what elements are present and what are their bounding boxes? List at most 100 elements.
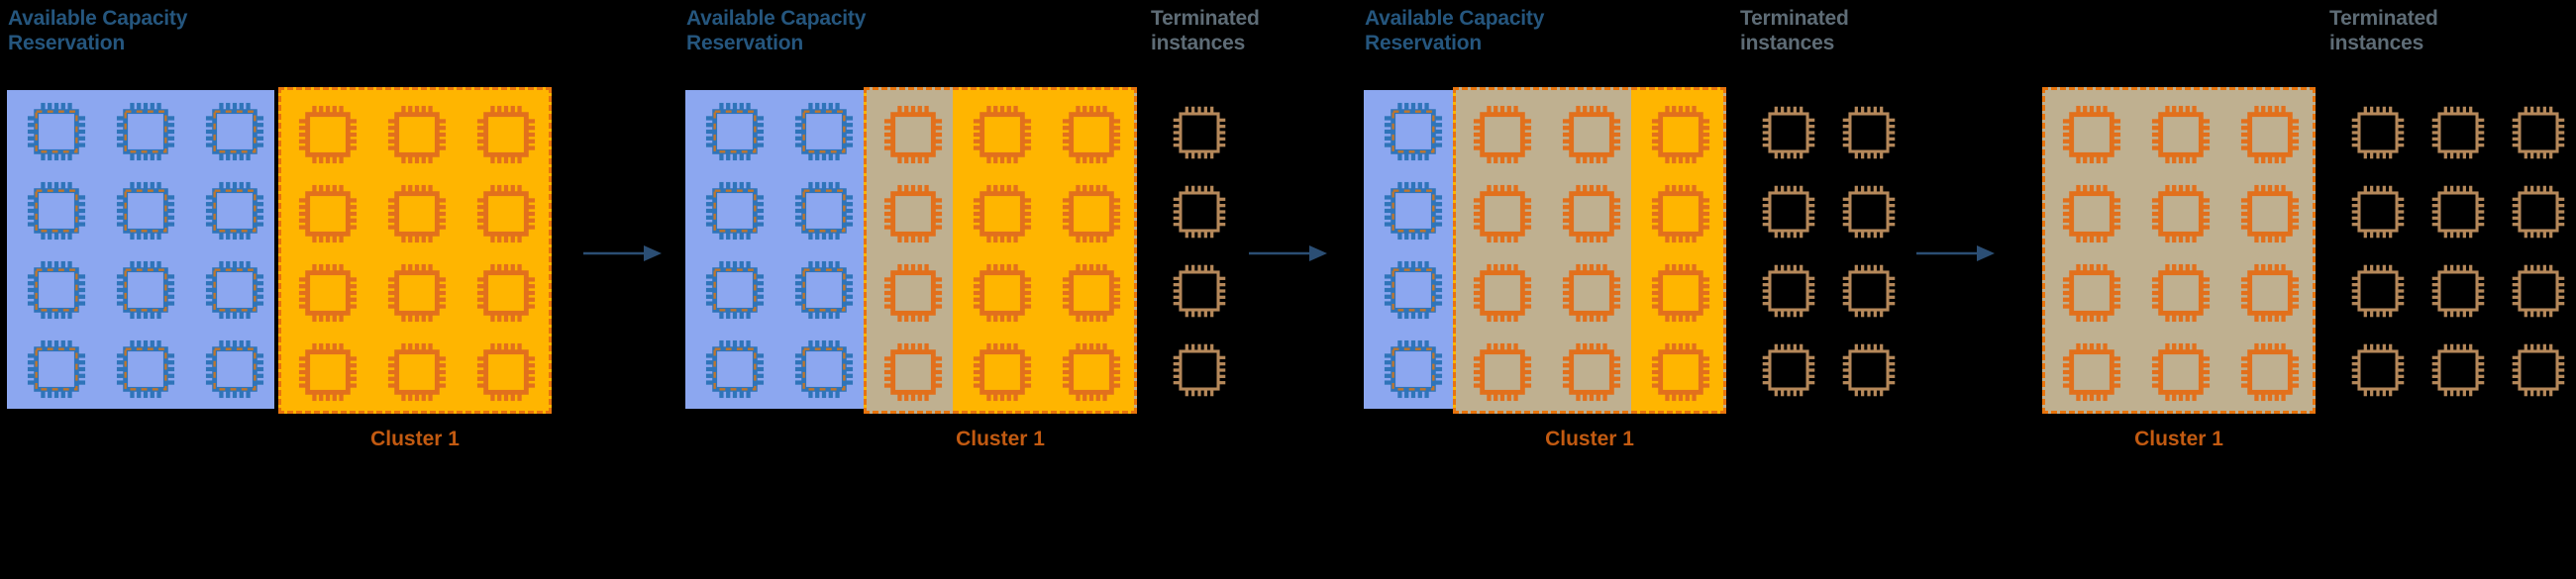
cluster-instance-chip-icon (2150, 183, 2212, 244)
cluster-instance-chip-icon (882, 104, 944, 165)
chip-cell (101, 92, 190, 171)
chip-cell (958, 95, 1047, 174)
cluster-instance-chip-icon (972, 183, 1033, 244)
cluster-instance-chip-icon (2061, 104, 2122, 165)
cluster-instance-chip-icon (475, 183, 537, 244)
terminated-instance-grid (1748, 91, 1908, 410)
chip-cell (12, 92, 101, 171)
chip-cell (1458, 95, 1547, 174)
chip-cell (1547, 95, 1636, 174)
cluster-box (278, 87, 552, 414)
chip-cell (283, 95, 372, 174)
chip-cell (1636, 95, 1725, 174)
chip-cell (2047, 174, 2136, 253)
terminated-instance-area (2337, 91, 2576, 410)
available-capacity-reservation-label: Available Capacity Reservation (1365, 7, 1545, 54)
cluster-box (864, 87, 1137, 414)
chip-cell (372, 174, 462, 253)
chip-cell (101, 330, 190, 409)
cluster-instance-chip-icon (2150, 104, 2212, 165)
chip-cell (1369, 171, 1458, 250)
chip-cell (2418, 251, 2498, 331)
cluster-instance-chip-icon (882, 183, 944, 244)
chip-cell (1159, 172, 1239, 251)
cluster-instance-chip-icon (972, 104, 1033, 165)
chip-cell (2418, 172, 2498, 251)
chip-cell (1458, 253, 1547, 333)
terminated-instance-grid (1159, 91, 1239, 410)
chip-cell (690, 171, 779, 250)
chip-cell (1547, 174, 1636, 253)
chip-cell (1636, 174, 1725, 253)
chip-cell (1369, 330, 1458, 409)
chip-cell (2337, 331, 2418, 410)
terminated-instance-chip-icon (1840, 262, 1898, 320)
reserved-instance-chip-icon (1383, 180, 1444, 241)
reserved-instance-chip-icon (1383, 338, 1444, 400)
cluster-instance-grid (867, 90, 1134, 412)
cluster-instance-chip-icon (386, 104, 448, 165)
terminated-instance-chip-icon (2429, 183, 2487, 241)
cluster-instance-chip-icon (297, 341, 359, 403)
chip-cell (190, 250, 279, 330)
reserved-instance-chip-icon (1383, 259, 1444, 321)
chip-cell (2337, 93, 2418, 172)
available-capacity-reservation-label: Available Capacity Reservation (686, 7, 867, 54)
reserved-instance-chip-icon (115, 180, 176, 241)
chip-cell (101, 171, 190, 250)
reserved-instance-chip-icon (793, 338, 855, 400)
chip-cell (1828, 93, 1908, 172)
reserved-instance-chip-icon (704, 101, 766, 162)
flow-arrow-icon (1248, 244, 1329, 267)
chip-cell (12, 250, 101, 330)
terminated-instance-chip-icon (1760, 262, 1817, 320)
terminated-instance-chip-icon (2429, 341, 2487, 399)
cluster-instance-chip-icon (972, 262, 1033, 324)
reserved-instance-chip-icon (704, 180, 766, 241)
chip-cell (1369, 92, 1458, 171)
chip-cell (1547, 253, 1636, 333)
terminated-instance-chip-icon (2349, 341, 2407, 399)
chip-cell (2418, 331, 2498, 410)
cluster-instance-chip-icon (1561, 341, 1622, 403)
cluster-instance-chip-icon (475, 262, 537, 324)
chip-cell (690, 92, 779, 171)
chip-cell (462, 174, 551, 253)
reserved-instance-chip-icon (204, 338, 265, 400)
terminated-instances-label: Terminated instances (1740, 7, 1849, 54)
cluster-label: Cluster 1 (2134, 428, 2223, 450)
chip-cell (2337, 251, 2418, 331)
chip-cell (2225, 95, 2315, 174)
chip-cell (1047, 253, 1136, 333)
reserved-instance-chip-icon (704, 338, 766, 400)
chip-cell (1369, 250, 1458, 330)
chip-cell (283, 333, 372, 412)
cluster-instance-chip-icon (386, 341, 448, 403)
chip-cell (2047, 253, 2136, 333)
chip-cell (869, 253, 958, 333)
chip-cell (2225, 174, 2315, 253)
chip-cell (2047, 333, 2136, 412)
chip-cell (283, 174, 372, 253)
chip-cell (958, 253, 1047, 333)
cluster-instance-grid (2045, 90, 2313, 412)
chip-cell (869, 174, 958, 253)
terminated-instance-chip-icon (1171, 341, 1228, 399)
chip-cell (779, 330, 869, 409)
cluster-instance-chip-icon (1561, 262, 1622, 324)
terminated-instance-chip-icon (2510, 262, 2567, 320)
cluster-instance-chip-icon (2239, 104, 2301, 165)
chip-cell (1458, 333, 1547, 412)
terminated-instance-area (1748, 91, 1908, 410)
chip-cell (462, 333, 551, 412)
terminated-instance-chip-icon (1760, 183, 1817, 241)
cluster-instance-chip-icon (1472, 104, 1533, 165)
chip-cell (372, 333, 462, 412)
cluster-instance-grid (1456, 90, 1723, 412)
cluster-instance-chip-icon (1061, 183, 1122, 244)
cluster-instance-chip-icon (2239, 183, 2301, 244)
terminated-instance-chip-icon (1840, 183, 1898, 241)
chip-cell (690, 250, 779, 330)
chip-cell (12, 171, 101, 250)
chip-cell (1828, 331, 1908, 410)
